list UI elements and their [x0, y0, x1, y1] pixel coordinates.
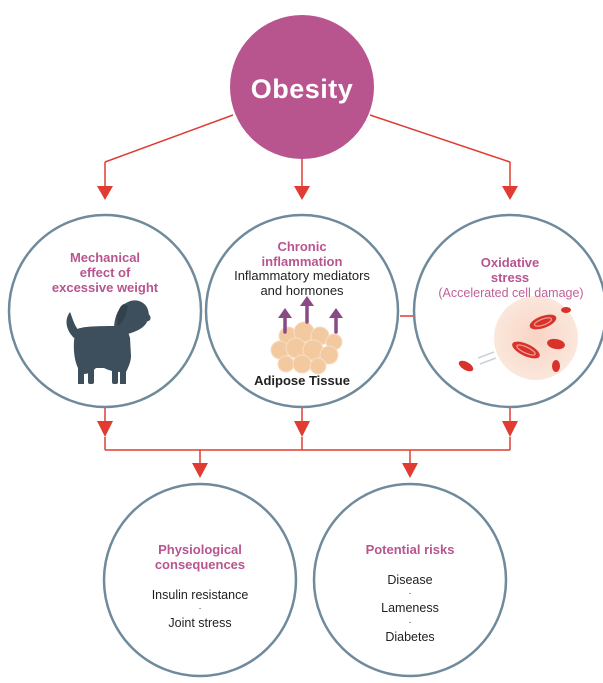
- risks-item: Lameness: [381, 601, 439, 616]
- oxidative-title-line: stress: [490, 269, 530, 285]
- risks-title: Potential risks: [365, 542, 455, 557]
- mechanical-circle: [7, 213, 203, 409]
- bottom-connectors: [104, 404, 511, 464]
- inflammation-title: Chronic inflammation: [227, 239, 377, 270]
- adipose-tissue-label: Adipose Tissue: [254, 373, 350, 388]
- inflammation-circle: [204, 213, 400, 409]
- inflammation-title-line: inflammation: [261, 253, 343, 269]
- physiological-circle: [102, 482, 298, 678]
- dog-icon: [66, 300, 151, 384]
- separator-dot: ·: [408, 588, 412, 600]
- physiological-item: Insulin resistance: [151, 588, 249, 602]
- mechanical-title-line: Mechanical: [69, 250, 141, 265]
- adipose-tissue-icon: [270, 296, 343, 375]
- obesity-circle: [230, 15, 374, 159]
- physiological-item: Joint stress: [168, 616, 232, 631]
- oxidative-title-line: Oxidative: [480, 255, 540, 270]
- top-arrowheads: [97, 186, 518, 200]
- obesity-title: Obesity: [250, 74, 354, 104]
- oxidative-title: Oxidative stress: [440, 255, 580, 286]
- mechanical-title-line: excessive weight: [51, 279, 159, 295]
- mechanical-title-line: effect of: [79, 264, 131, 280]
- physiological-title-line: Physiological: [158, 542, 242, 557]
- physiological-title: Physiological consequences: [125, 542, 275, 573]
- physiological-items: Insulin resistance · Joint stress: [125, 588, 275, 631]
- separator-dot: ·: [198, 603, 202, 615]
- bottom-arrowheads: [97, 421, 518, 478]
- blood-cells-icon: [458, 296, 578, 380]
- inflammation-body-line: and hormones: [260, 282, 344, 298]
- inflammation-body: Inflammatory mediators and hormones: [220, 268, 384, 299]
- physiological-title-line: consequences: [154, 556, 246, 572]
- separator-dot: ·: [408, 616, 412, 628]
- inflammation-body-line: Inflammatory mediators: [234, 268, 370, 283]
- oxidative-subtitle: (Accelerated cell damage): [438, 286, 584, 300]
- inflammation-title-line: Chronic: [277, 239, 327, 254]
- mechanical-title: Mechanical effect of excessive weight: [30, 250, 180, 296]
- risks-item: Diabetes: [385, 629, 435, 644]
- risks-item: Disease: [387, 573, 433, 587]
- top-connectors: [104, 114, 511, 188]
- risks-items: Disease · Lameness · Diabetes: [335, 573, 485, 644]
- risks-circle: [312, 482, 508, 678]
